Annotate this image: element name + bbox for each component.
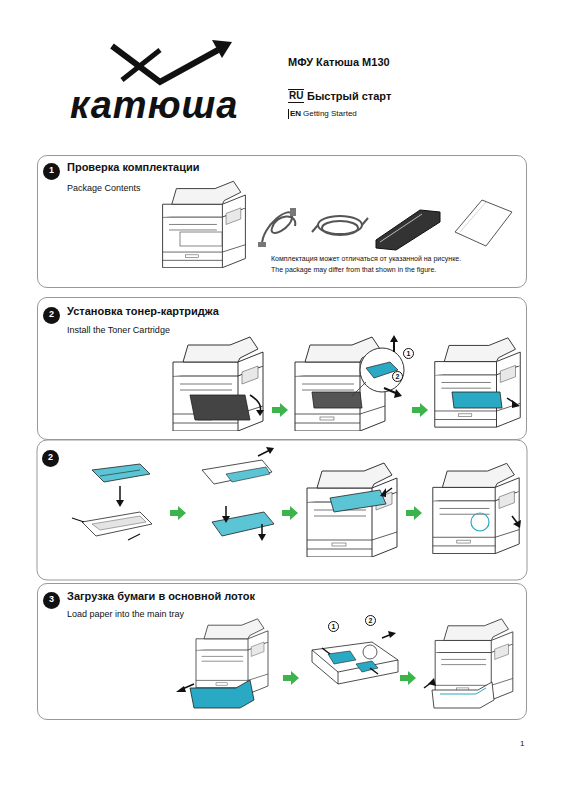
step-number: 1 [43, 163, 60, 178]
step-number: 2 [43, 307, 60, 322]
subtitle: Getting Started [303, 109, 357, 119]
language-tag: RU [288, 89, 304, 103]
callout-circle: 2 [392, 371, 403, 382]
step-number: 2 [42, 450, 59, 465]
section-subheading: Load paper into the main tray [67, 609, 184, 620]
callout-circle: 1 [328, 621, 339, 632]
step-number: 3 [43, 592, 60, 607]
section-heading: Загрузка бумаги в основной лоток [67, 590, 255, 603]
note: Комплектация может отличаться от указанн… [271, 255, 461, 263]
page-number: 1 [520, 739, 524, 749]
step-badge: 1 [43, 163, 60, 180]
note: The package may differ from that shown i… [271, 266, 436, 274]
document-title: МФУ Катюша M130 [288, 56, 390, 69]
step-badge: 2 [42, 450, 59, 467]
logo-text: катюша [70, 86, 238, 124]
step-badge: 2 [43, 307, 60, 324]
callout-circle: 2 [365, 615, 376, 626]
subtitle: Быстрый старт [307, 90, 391, 103]
section-panel: Проверка комплектацииPackage ContentsКом… [37, 155, 527, 288]
section-panel: Установка тонер-картриджаInstall the Ton… [37, 297, 527, 440]
callout-circle: 1 [403, 348, 414, 359]
section-heading: Проверка комплектации [67, 161, 199, 174]
callout-number: 1 [329, 622, 338, 631]
section-heading: Установка тонер-картриджа [67, 305, 219, 318]
language-tag: EN [288, 109, 302, 119]
step-badge: 3 [43, 592, 60, 609]
callout-number: 2 [393, 372, 402, 381]
section-panel: Загрузка бумаги в основной лотокLoad pap… [37, 583, 527, 720]
callout-number: 1 [404, 349, 413, 358]
callout-number: 2 [366, 616, 375, 625]
section-subheading: Package Contents [67, 183, 141, 194]
section-subheading: Install the Toner Cartridge [67, 325, 170, 336]
